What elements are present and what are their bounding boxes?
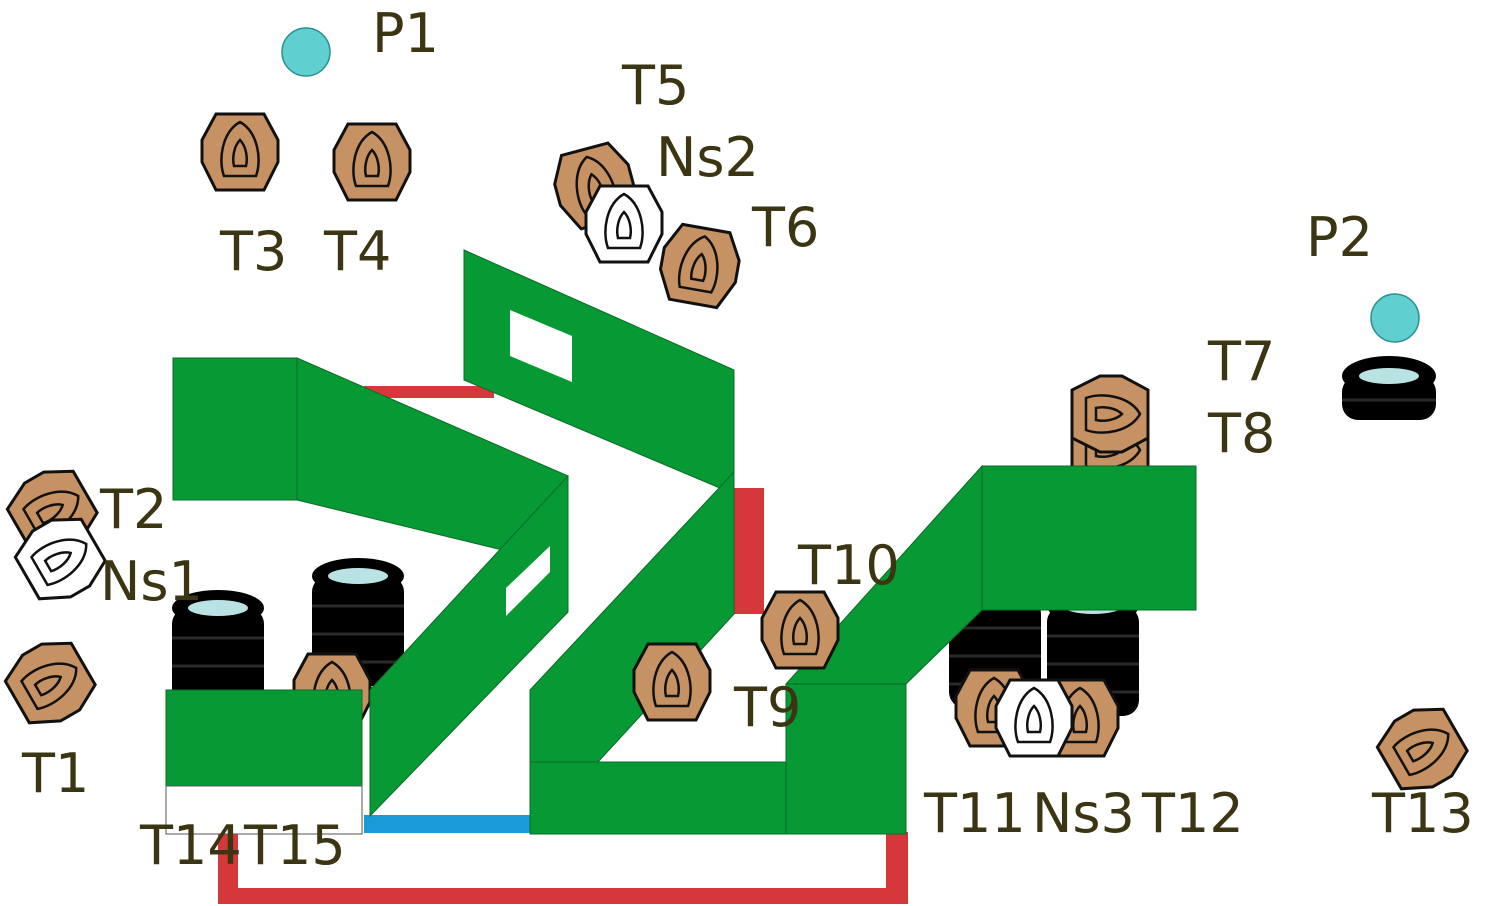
fault-line-bottom <box>218 832 238 902</box>
label-p2: P2 <box>1306 206 1373 269</box>
label-t11: T11 <box>923 782 1026 845</box>
label-t10: T10 <box>797 534 900 597</box>
fault-line-mid <box>734 488 764 614</box>
start-position-icon <box>281 27 331 77</box>
paper-target-icon <box>0 629 104 737</box>
paper-target-icon <box>760 590 840 670</box>
label-ns3: Ns3 <box>1032 782 1135 845</box>
label-ns2: Ns2 <box>656 126 759 189</box>
label-t13: T13 <box>1371 782 1474 845</box>
label-t3: T3 <box>219 220 287 283</box>
label-t9: T9 <box>733 676 801 739</box>
paper-target-icon <box>632 642 712 722</box>
wall-window <box>506 546 550 616</box>
walls <box>165 249 1197 835</box>
no-shoot-target-icon <box>584 184 664 264</box>
label-p1: P1 <box>372 2 439 65</box>
wall-window <box>510 310 572 382</box>
label-t5: T5 <box>621 54 689 117</box>
label-t4: T4 <box>323 220 391 283</box>
label-t12: T12 <box>1141 782 1244 845</box>
paper-target-icon <box>1070 374 1150 454</box>
label-t7: T7 <box>1207 330 1275 393</box>
fault-line-blue <box>364 815 530 833</box>
label-ns1: Ns1 <box>100 550 203 613</box>
paper-target-icon <box>332 122 412 202</box>
label-t14: T14 <box>139 814 242 877</box>
paper-target-icon <box>654 220 746 312</box>
paper-target-icon <box>200 112 280 192</box>
fault-line-bottom-right <box>886 832 908 902</box>
start-position-icon <box>1370 293 1420 343</box>
fault-line-bottom-long <box>218 888 908 904</box>
wall-base-outline <box>165 785 363 835</box>
label-t6: T6 <box>751 196 819 259</box>
fault-line-top <box>364 386 494 398</box>
label-t2: T2 <box>99 478 167 541</box>
label-t15: T15 <box>243 814 346 877</box>
no-shoot-target-icon <box>994 678 1074 758</box>
label-t1: T1 <box>21 742 89 805</box>
tire-stack-icon <box>1342 356 1436 420</box>
label-t8: T8 <box>1207 402 1275 465</box>
